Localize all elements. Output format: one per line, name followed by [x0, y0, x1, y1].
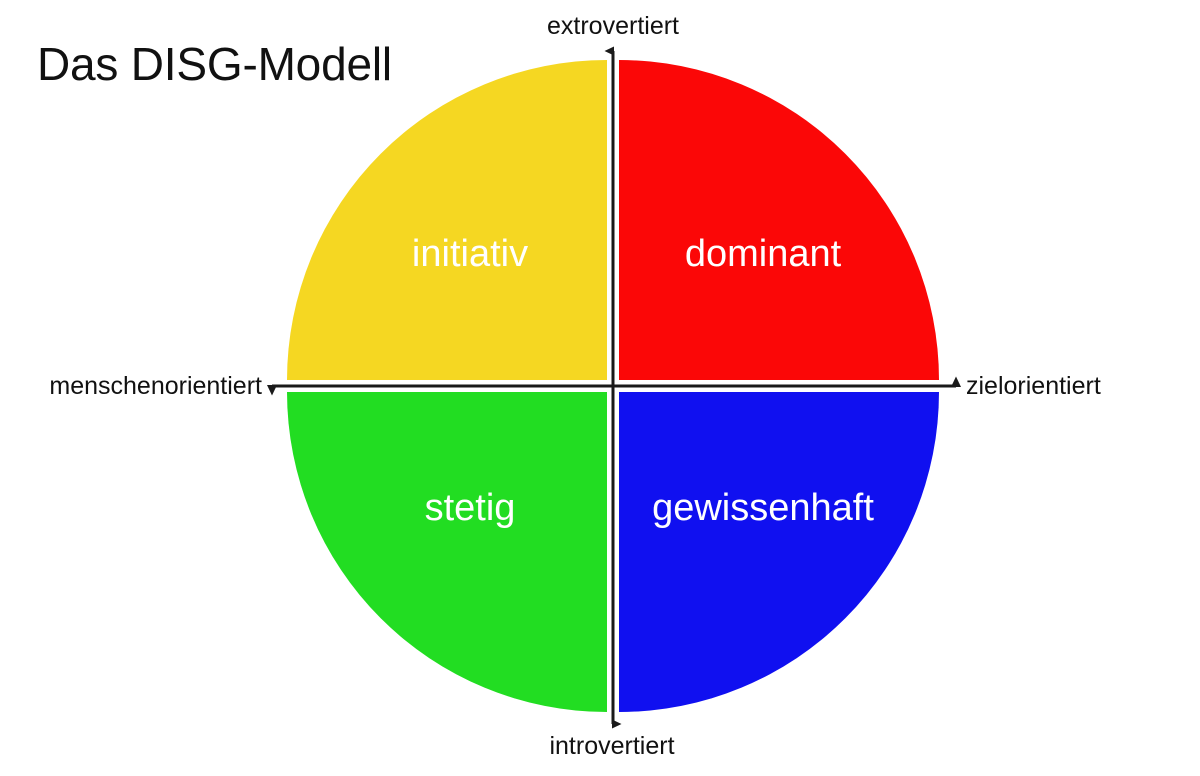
axis-label-menschenorientiert: menschenorientiert: [49, 372, 262, 400]
axis-label-introvertiert: introvertiert: [549, 732, 675, 760]
quadrant-stetig[interactable]: [287, 392, 607, 712]
quadrant-initiativ[interactable]: [287, 60, 607, 380]
page-title: Das DISG-Modell: [37, 38, 392, 90]
quadrant-initiativ-fill: [287, 60, 607, 380]
axis-label-extrovertiert: extrovertiert: [547, 12, 679, 40]
quadrant-stetig-fill: [287, 392, 607, 712]
axis-label-zielorientiert: zielorientiert: [966, 372, 1101, 400]
disg-wheel: initiativ dominant stetig gewissenhaft: [287, 60, 939, 712]
quadrant-gewissenhaft-fill: [619, 392, 939, 712]
quadrant-dominant-fill: [619, 60, 939, 380]
quadrant-dominant[interactable]: [619, 60, 939, 380]
quadrant-gewissenhaft[interactable]: [619, 392, 939, 712]
